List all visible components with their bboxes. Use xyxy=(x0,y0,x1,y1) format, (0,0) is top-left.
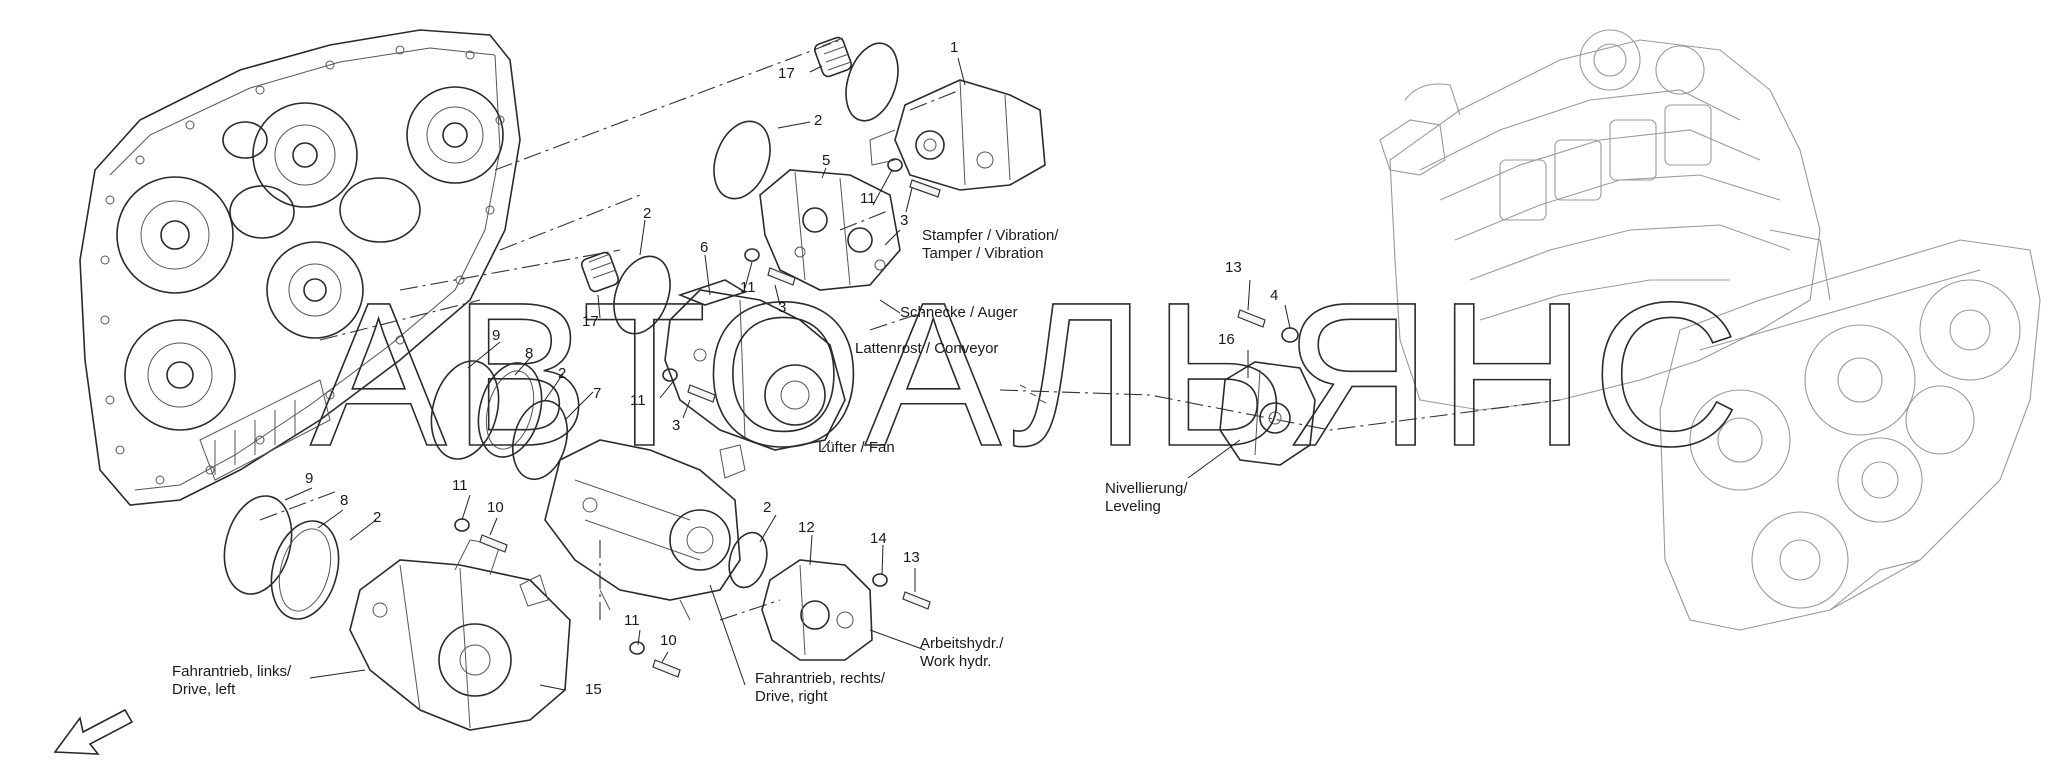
label-work-de: Arbeitshydr./ xyxy=(920,635,1004,652)
watermark: АВТОАЛЬЯНС xyxy=(310,260,1746,489)
callout-1: 1 xyxy=(950,39,958,56)
pump-drive-left xyxy=(349,539,571,731)
label-tamper-de: Stampfer / Vibration/ xyxy=(922,227,1059,244)
pump-distributor-gearbox xyxy=(79,29,521,506)
engine-block-illustration xyxy=(1379,29,1831,411)
callout-2: 2 xyxy=(814,112,822,129)
pump-auger-tandem xyxy=(759,169,901,291)
callout-9: 9 xyxy=(305,470,313,487)
pump-conveyor-fan xyxy=(664,279,846,451)
label-drive-right-en: Drive, right xyxy=(755,688,828,705)
callout-10: 10 xyxy=(487,499,504,516)
callout-3: 3 xyxy=(900,212,908,229)
seals-drive-left xyxy=(223,495,340,620)
pump-work-hydraulics xyxy=(761,559,873,661)
callout-3: 3 xyxy=(778,299,786,316)
callout-11: 11 xyxy=(624,612,640,629)
seals-drive-right xyxy=(430,360,568,481)
callout-2: 2 xyxy=(763,499,771,516)
o-ring-pump-6 xyxy=(613,255,671,335)
label-leveling-en: Leveling xyxy=(1105,498,1161,515)
label-drive-left-de: Fahrantrieb, links/ xyxy=(172,663,292,680)
pump-drive-right xyxy=(544,439,746,621)
o-ring-drive-right xyxy=(728,531,768,589)
pump-tamper-vibration xyxy=(869,79,1046,191)
callout-7: 7 xyxy=(593,385,601,402)
callout-17: 17 xyxy=(582,313,599,330)
washer-bolt-drive-left xyxy=(454,518,508,553)
small-dowels xyxy=(1019,384,1047,404)
label-tamper-en: Tamper / Vibration xyxy=(922,245,1043,262)
label-fan: Lüfter / Fan xyxy=(818,439,895,456)
callout-15: 15 xyxy=(585,681,602,698)
callout-2: 2 xyxy=(558,365,566,382)
washer-bolt-pump-1 xyxy=(887,158,941,198)
label-drive-left-en: Drive, left xyxy=(172,681,236,698)
callout-11: 11 xyxy=(740,279,756,296)
callout-12: 12 xyxy=(798,519,815,536)
assembly-axis-lines xyxy=(259,39,1561,621)
washer-bolt-pump-6 xyxy=(662,368,716,403)
callout-2: 2 xyxy=(643,205,651,222)
callout-8: 8 xyxy=(340,492,348,509)
label-auger: Schnecke / Auger xyxy=(900,304,1018,321)
o-ring-pump-1 xyxy=(845,42,899,122)
callout-3: 3 xyxy=(672,417,680,434)
leader-lines xyxy=(284,57,1291,691)
function-labels: Stampfer / Vibration/ Tamper / Vibration… xyxy=(172,227,1188,705)
callout-8: 8 xyxy=(525,345,533,362)
coupling-sleeve-17-mid xyxy=(580,251,620,293)
callout-11: 11 xyxy=(452,477,468,494)
label-work-en: Work hydr. xyxy=(920,653,991,670)
callout-2: 2 xyxy=(373,509,381,526)
callout-4: 4 xyxy=(1270,287,1278,304)
pump-leveling xyxy=(1219,361,1316,466)
washer-bolt-drive-right xyxy=(629,641,681,678)
label-leveling-de: Nivellierung/ xyxy=(1105,480,1188,497)
callout-10: 10 xyxy=(660,632,677,649)
washer-bolt-pump-5 xyxy=(744,248,796,286)
callout-11: 11 xyxy=(630,392,646,409)
o-ring-pump-5 xyxy=(713,120,771,200)
callout-6: 6 xyxy=(700,239,708,256)
right-pump-gearbox-illustration xyxy=(1659,239,2041,631)
label-conveyor: Lattenrost / Conveyor xyxy=(855,340,998,357)
label-drive-right-de: Fahrantrieb, rechts/ xyxy=(755,670,886,687)
callout-14: 14 xyxy=(870,530,887,547)
callout-16: 16 xyxy=(1218,331,1235,348)
direction-arrow-icon xyxy=(53,708,134,755)
callout-numbers: 1 2 5 17 11 3 2 6 11 3 17 9 8 2 7 11 3 9… xyxy=(305,39,1278,698)
callout-13: 13 xyxy=(1225,259,1242,276)
callout-11: 11 xyxy=(860,190,876,207)
callout-17: 17 xyxy=(778,65,795,82)
callout-13: 13 xyxy=(903,549,920,566)
washer-bolt-pump-12 xyxy=(872,573,931,610)
callout-5: 5 xyxy=(822,152,830,169)
callout-9: 9 xyxy=(492,327,500,344)
coupling-sleeve-17-top xyxy=(813,36,853,78)
